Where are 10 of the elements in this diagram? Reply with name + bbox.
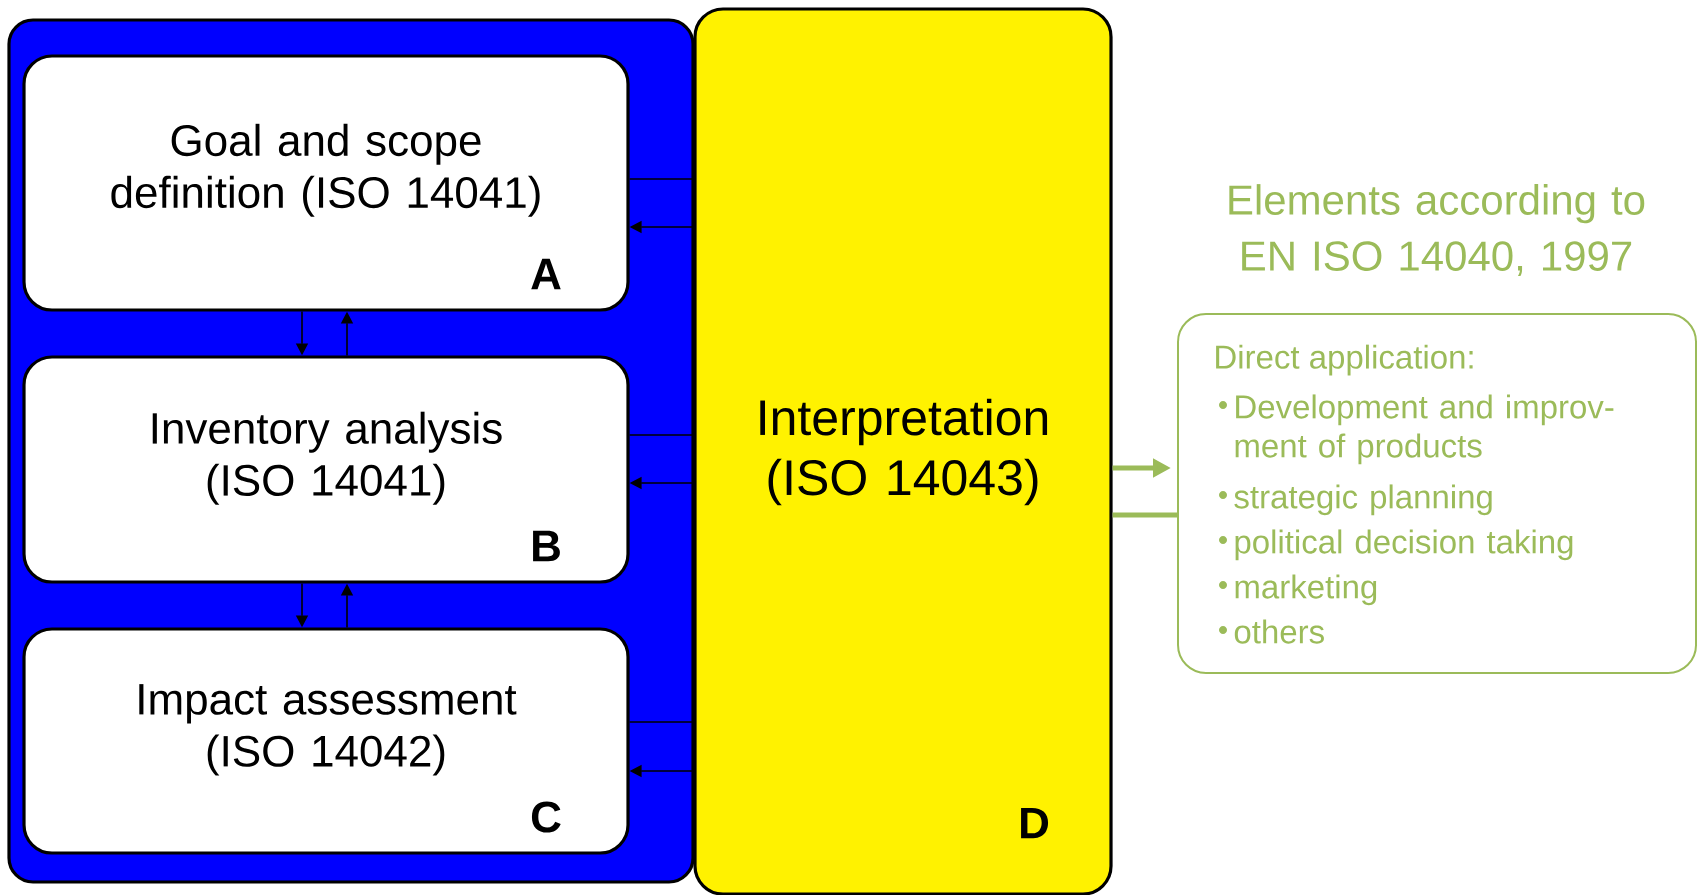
connector-line <box>628 178 695 180</box>
application-box: Direct application: Development and improv- ment of products strategic planning political decision taking marketing others <box>1177 313 1697 674</box>
process-box: Inventory analysis (ISO 14041) B <box>22 355 630 584</box>
process-box: Impact assessment (ISO 14042) C <box>22 627 630 855</box>
heading: Elements according to EN ISO 14040, 1997 <box>1229 184 1645 276</box>
process-box: Goal and scope definition (ISO 14041) A <box>22 54 630 312</box>
interpretation-box: Interpretation (ISO 14043) D <box>693 7 1113 895</box>
connector-line <box>1112 512 1177 518</box>
connector-line <box>628 434 695 436</box>
connector-line <box>628 721 695 723</box>
